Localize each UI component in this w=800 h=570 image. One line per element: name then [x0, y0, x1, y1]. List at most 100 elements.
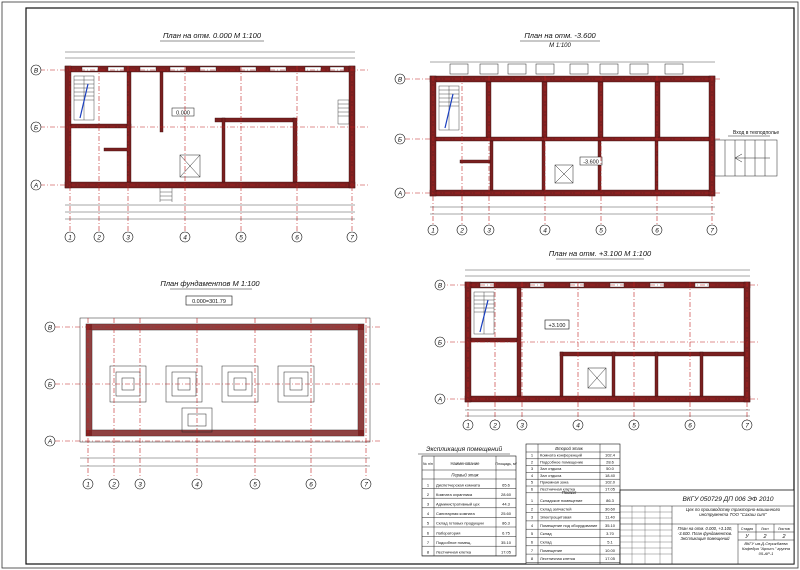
svg-text:3: 3	[520, 423, 524, 430]
titleblock-sheets-label: Листов	[778, 527, 790, 531]
row-name: Подсобное помещение	[540, 459, 584, 464]
sheet-inner-frame	[25, 7, 795, 565]
row-area: 35.10	[501, 540, 512, 545]
svg-text:6: 6	[655, 228, 659, 235]
row-area: 28.60	[501, 492, 512, 497]
plan4-title: План на отм. +3.100 М 1:100	[549, 249, 652, 258]
plan3-note: 0.000=301.79	[192, 299, 226, 305]
row-name: Диспетчерская комната	[436, 482, 481, 487]
row-area: 86.3	[502, 521, 511, 526]
titleblock-code: ВКГУ 050729 ДП 006 ЭФ 2010	[683, 496, 774, 503]
row-name: Зал отдыха	[540, 466, 562, 471]
svg-text:2: 2	[492, 423, 497, 430]
row-number: 5	[531, 531, 534, 536]
svg-text:1: 1	[466, 423, 470, 430]
row-name: Зал отдыха	[540, 473, 562, 478]
svg-text:6: 6	[309, 482, 313, 489]
row-area: 102.0	[605, 480, 616, 485]
expl1-section: Первый этаж	[451, 473, 479, 478]
svg-text:Б: Б	[398, 137, 402, 144]
svg-text:Б: Б	[438, 340, 442, 347]
plan1-axis-lines	[40, 66, 370, 232]
plan-foundations: План фундаментов М 1:100 0.000=301.79	[44, 279, 380, 490]
svg-text:А: А	[33, 183, 38, 190]
row-number: 2	[531, 459, 534, 464]
row-area: 86.3	[606, 498, 615, 503]
svg-text:Б: Б	[48, 382, 52, 389]
row-name: Лестничная клетка	[540, 487, 576, 492]
row-number: 3	[427, 502, 430, 507]
row-name: Склад	[540, 531, 552, 536]
row-name: Лаборатория	[436, 530, 460, 535]
svg-text:4: 4	[576, 423, 580, 430]
explication-title: Экспликация помещений	[426, 445, 503, 453]
svg-text:1: 1	[68, 235, 72, 242]
row-area: 28.6	[606, 459, 615, 464]
row-name: Помещение	[540, 548, 563, 553]
row-area: 17.05	[501, 550, 512, 555]
expl1-header-num: № п/п	[423, 462, 433, 466]
plan2-scale: М 1:100	[549, 43, 571, 49]
titleblock-sheets: 2	[781, 534, 785, 540]
row-name: Лестничная клетка	[540, 556, 576, 561]
row-number: 6	[531, 540, 534, 545]
row-number: 6	[427, 530, 430, 535]
row-name: Комната конференций	[540, 453, 582, 458]
row-number: 4	[531, 473, 534, 478]
plan2-entrance-ramp	[714, 139, 778, 177]
row-number: 7	[427, 540, 430, 545]
plan1-stair	[73, 75, 95, 121]
row-area: 3.70	[606, 531, 615, 536]
plan2-window-wells	[449, 63, 684, 75]
row-area: 25.60	[501, 511, 512, 516]
plan2-entrance-note: Вход в техподполье	[733, 130, 779, 136]
plan4-axis-bubbles: 1 2 3 4 5 6 7 В Б А	[434, 279, 753, 431]
row-area: 11.40	[605, 515, 615, 520]
row-number: 2	[531, 506, 534, 511]
plan2-level-label: -3.600	[583, 160, 599, 166]
svg-text:4: 4	[183, 235, 187, 242]
svg-text:В: В	[34, 68, 39, 75]
plan1-title: План на отм. 0.000 М 1:100	[163, 31, 262, 40]
svg-text:2: 2	[459, 228, 464, 235]
row-name: Помещение под оборудование	[540, 523, 598, 528]
plan1-axis-bubbles: 1 2 3 4 5 6 7 В Б А	[30, 64, 358, 243]
titleblock-sheet-label: Лист	[761, 527, 769, 531]
titleblock-project: Цех по производству тракторно-машинного …	[685, 507, 781, 517]
svg-text:5: 5	[632, 423, 636, 430]
plan2-axis-bubbles: 1 2 3 4 5 6 7 В Б А	[394, 73, 718, 236]
svg-text:7: 7	[350, 235, 354, 242]
svg-text:2: 2	[111, 482, 116, 489]
svg-text:А: А	[397, 191, 402, 198]
row-area: 35.10	[605, 523, 616, 528]
row-area: 5.1	[607, 540, 613, 545]
svg-text:В: В	[398, 77, 403, 84]
row-name: Комната охранника	[436, 492, 473, 497]
svg-text:5: 5	[599, 228, 603, 235]
svg-text:5: 5	[253, 482, 257, 489]
row-number: 1	[427, 482, 430, 487]
plan-level-0: План на отм. 0.000 М 1:100	[30, 31, 370, 243]
row-number: 4	[427, 511, 430, 516]
row-number: 1	[531, 453, 534, 458]
svg-text:А: А	[47, 439, 52, 446]
row-name: Административный цех	[436, 502, 480, 507]
svg-text:7: 7	[710, 228, 714, 235]
row-area: 30.60	[605, 506, 616, 511]
row-number: 3	[531, 466, 534, 471]
title-block: ВКГУ 050729 ДП 006 ЭФ 2010 Цех по произв…	[619, 489, 795, 565]
row-name: Склад запчастей	[540, 506, 571, 511]
svg-text:2: 2	[96, 235, 101, 242]
expl2-section-floor2: Второй этаж	[555, 446, 584, 451]
row-area: 50.0	[606, 466, 615, 471]
row-name: Склад готовых продукции	[436, 521, 484, 526]
svg-text:4: 4	[195, 482, 199, 489]
row-number: 3	[531, 515, 534, 520]
expl1-header-name: Наименование	[450, 461, 480, 466]
row-number: 8	[531, 556, 534, 561]
titleblock-stage-label: Стадия	[741, 527, 753, 531]
